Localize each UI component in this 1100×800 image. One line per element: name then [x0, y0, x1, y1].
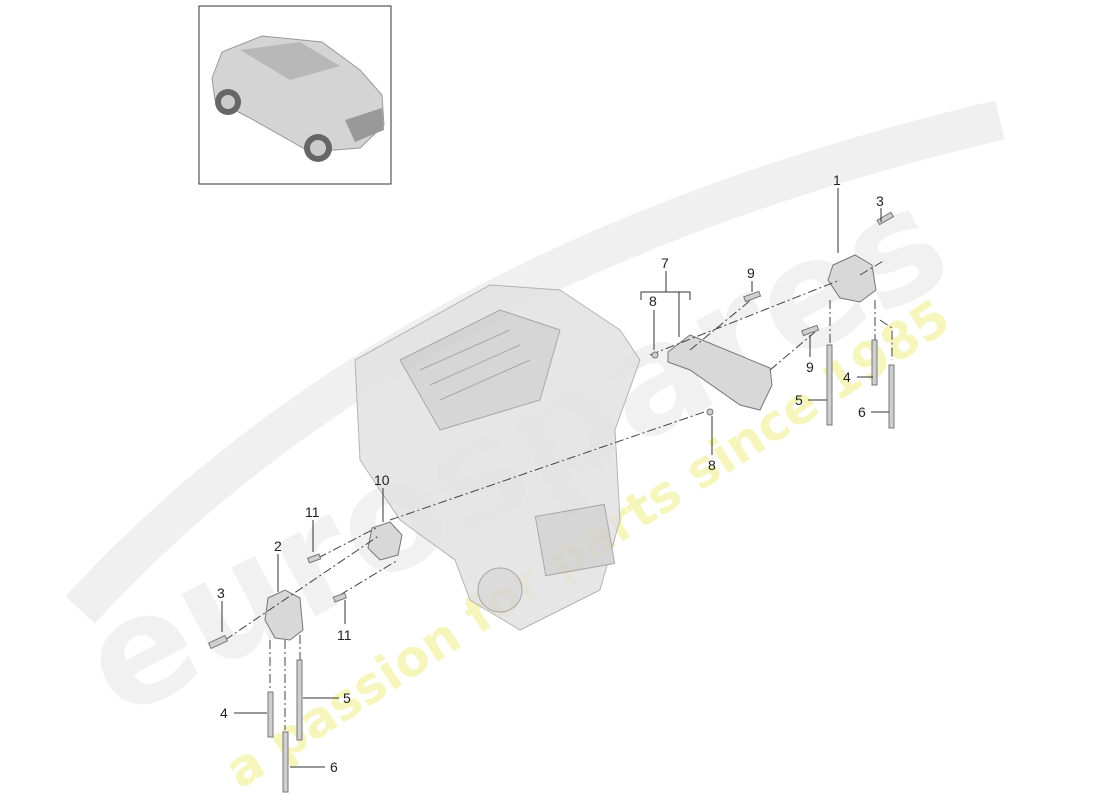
callout-4[interactable]: 4 — [843, 369, 851, 385]
bolt[interactable] — [888, 364, 895, 429]
callout-6[interactable]: 6 — [858, 404, 866, 420]
bolt[interactable] — [801, 324, 820, 337]
leader-lines — [221, 188, 889, 768]
bolt[interactable] — [871, 339, 878, 386]
callout-labels: 1 3 7 8 9 9 4 5 6 8 10 11 2 3 11 5 4 6 — [217, 172, 884, 775]
callout-8[interactable]: 8 — [708, 457, 716, 473]
nut[interactable] — [651, 351, 659, 359]
callout-3[interactable]: 3 — [876, 193, 884, 209]
bolt[interactable] — [307, 553, 322, 564]
bolt[interactable] — [332, 592, 347, 603]
callout-5[interactable]: 5 — [343, 690, 351, 706]
bolt[interactable] — [743, 290, 762, 303]
callout-1[interactable]: 1 — [833, 172, 841, 188]
mount-plate[interactable] — [367, 521, 403, 561]
callout-11[interactable]: 11 — [305, 504, 320, 520]
bolt[interactable] — [296, 659, 303, 741]
callout-7[interactable]: 7 — [661, 255, 669, 271]
bolt[interactable] — [282, 731, 289, 793]
callout-2[interactable]: 2 — [274, 538, 282, 554]
callout-5[interactable]: 5 — [795, 392, 803, 408]
callout-11[interactable]: 11 — [337, 627, 352, 643]
callout-8[interactable]: 8 — [649, 293, 657, 309]
callout-10[interactable]: 10 — [374, 472, 390, 488]
bolt[interactable] — [207, 634, 229, 650]
engine-mount-left[interactable] — [264, 589, 304, 641]
callout-6[interactable]: 6 — [330, 759, 338, 775]
callout-9[interactable]: 9 — [747, 265, 755, 281]
callout-4[interactable]: 4 — [220, 705, 228, 721]
callout-9[interactable]: 9 — [806, 359, 814, 375]
bracket[interactable] — [667, 334, 773, 411]
nut[interactable] — [706, 408, 714, 416]
engine-mount-right[interactable] — [827, 254, 877, 303]
car-suv-icon — [211, 35, 385, 162]
bolt[interactable] — [826, 344, 833, 426]
engine-block — [354, 284, 641, 631]
vehicle-thumbnail[interactable] — [198, 5, 392, 185]
callout-3[interactable]: 3 — [217, 585, 225, 601]
bolt[interactable] — [267, 691, 274, 738]
